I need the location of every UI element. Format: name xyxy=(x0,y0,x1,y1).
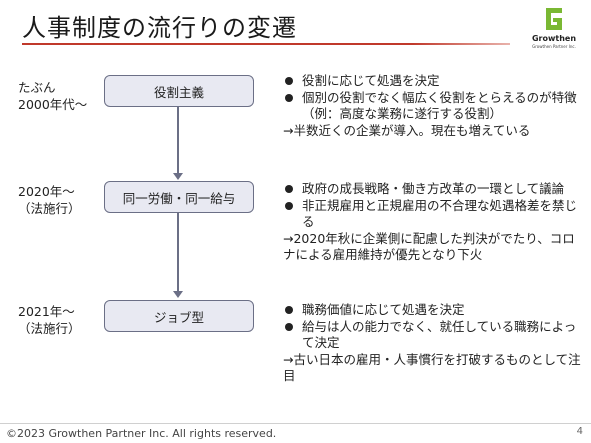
arrow-down-icon xyxy=(173,291,183,298)
page-title: 人事制度の流行りの変遷 xyxy=(22,14,297,42)
bullet-dot xyxy=(285,185,293,193)
era-line: 2021年〜 xyxy=(18,304,75,319)
bullet-dot xyxy=(285,322,293,331)
bullet-dot xyxy=(285,77,293,85)
details-equal-pay: 政府の成長戦略・働き方改革の一環として議論 非正規雇用と正規雇用の不合理な処遇格… xyxy=(283,181,583,264)
stage-box-equal-pay: 同一労働・同一給与 xyxy=(104,181,254,213)
era-line: （法施行） xyxy=(18,321,81,336)
bullet-item: 非正規雇用と正規雇用の不合理な処遇格差を禁じる xyxy=(283,198,583,231)
summary-note: →古い日本の雇用・人事慣行を打破するものとして注目 xyxy=(283,351,581,384)
page-number: 4 xyxy=(576,426,583,437)
title-underline xyxy=(22,43,510,45)
era-line: （法施行） xyxy=(18,201,81,216)
era-line: たぶん xyxy=(18,80,56,95)
copyright-text: ©2023 Growthen Partner Inc. All rights r… xyxy=(6,427,277,440)
bullet-dot xyxy=(285,201,293,210)
bullet-item: 個別の役割でなく幅広く役割をとらえるのが特徴（例：高度な業務に遂行する役割） xyxy=(283,90,583,123)
bullet-item: 給与は人の能力でなく、就任している職務によって決定 xyxy=(283,319,583,352)
era-label: たぶん 2000年代〜 xyxy=(18,79,87,113)
bullet-item: 政府の成長戦略・働き方改革の一環として議論 xyxy=(283,181,583,198)
details-role-based: 役割に応じて処遇を決定 個別の役割でなく幅広く役割をとらえるのが特徴（例：高度な… xyxy=(283,73,583,139)
timeline-connector xyxy=(177,213,179,291)
timeline-connector xyxy=(177,107,179,173)
growthen-logo-icon xyxy=(546,8,562,30)
details-job-type: 職務価値に応じて処遇を決定 給与は人の能力でなく、就任している職務によって決定 … xyxy=(283,302,583,385)
summary-note: →2020年秋に企業側に配慮した判決がでたり、コロナによる雇用維持が優先となり下… xyxy=(283,230,575,263)
era-line: 2020年〜 xyxy=(18,184,75,199)
logo-name: Growthen xyxy=(531,34,577,43)
era-label: 2021年〜 （法施行） xyxy=(18,303,81,337)
bullet-item: 職務価値に応じて処遇を決定 xyxy=(283,302,583,319)
stage-box-job-type: ジョブ型 xyxy=(104,300,254,332)
bullet-item: 役割に応じて処遇を決定 xyxy=(283,73,583,90)
era-label: 2020年〜 （法施行） xyxy=(18,183,81,217)
company-logo: Growthen Growthen Partner Inc. xyxy=(524,6,584,50)
era-line: 2000年代〜 xyxy=(18,97,88,112)
logo-subtitle: Growthen Partner Inc. xyxy=(532,44,576,49)
bullet-dot xyxy=(285,93,293,102)
summary-note: →半数近くの企業が導入。現在も増えている xyxy=(283,122,531,138)
footer-divider xyxy=(0,423,591,424)
bullet-dot xyxy=(285,306,293,314)
arrow-down-icon xyxy=(173,173,183,180)
stage-box-role-based: 役割主義 xyxy=(104,75,254,107)
